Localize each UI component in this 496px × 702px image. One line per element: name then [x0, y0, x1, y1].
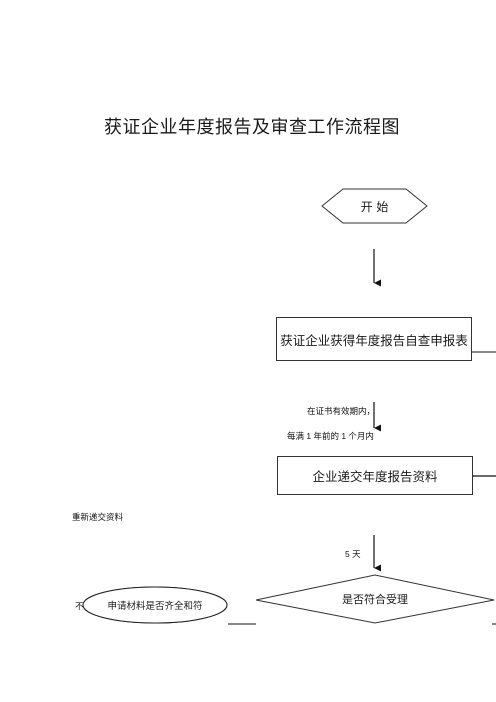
start-label: 开 始 — [360, 199, 389, 214]
acceptance-decision-diamond — [255, 574, 495, 624]
valid-period-note: 在证书有效期内， — [307, 406, 376, 416]
start-terminator — [321, 188, 428, 224]
submit-report-box: 企业递交年度报告资料 — [277, 456, 473, 495]
one-month-note: 每满 1 年前的 1 个月内 — [287, 431, 374, 441]
resubmit-note: 重新递交资料 — [72, 512, 124, 522]
materials-check-label: 申请材料是否齐全和符 — [107, 601, 203, 612]
acceptance-decision-label: 是否符合受理 — [342, 593, 408, 606]
five-days-note: 5 天 — [345, 549, 361, 559]
page-title: 获证企业年度报告及审查工作流程图 — [104, 117, 400, 138]
self-check-form-box: 获证企业获得年度报告自查申报表 — [276, 317, 472, 361]
materials-check-ellipse-overlay — [82, 586, 228, 624]
